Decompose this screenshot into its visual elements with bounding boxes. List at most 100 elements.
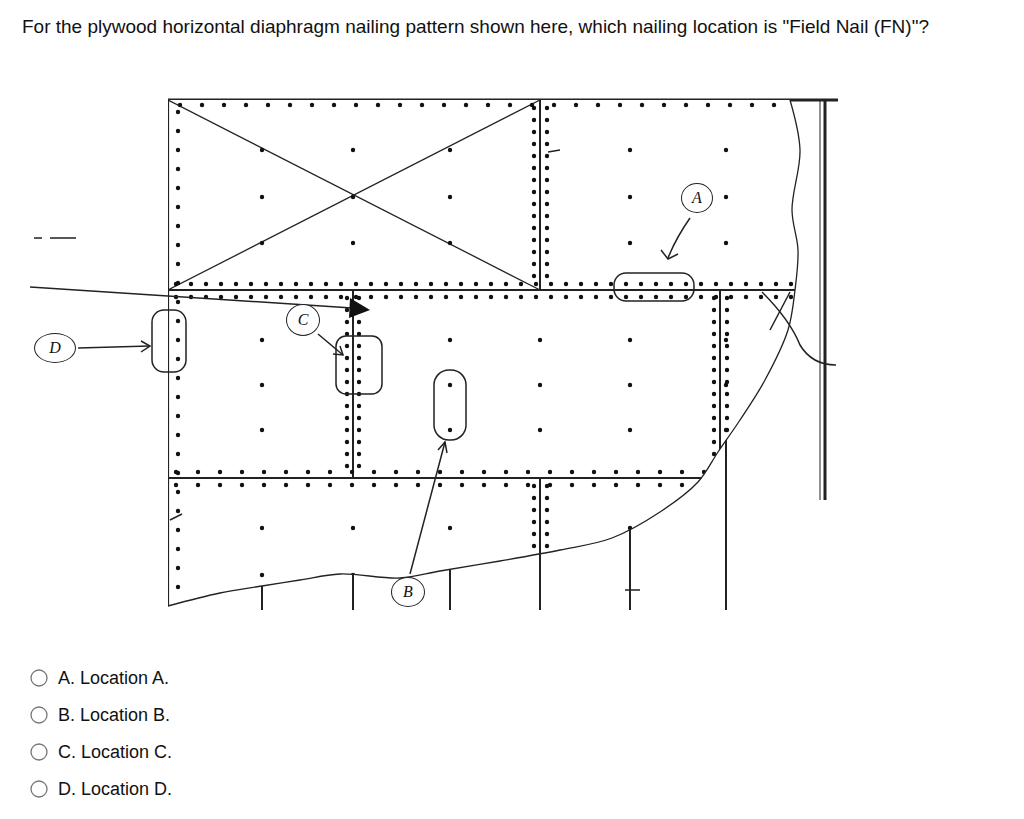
answer-option: B. Location B. [58, 704, 170, 726]
nail-dot [724, 573, 728, 577]
nail-dot [526, 470, 530, 474]
nail-dot [448, 195, 452, 199]
nail-dot [504, 282, 508, 286]
nail-dot [234, 282, 238, 286]
nail-dot [725, 296, 729, 300]
nail-dot [759, 282, 763, 286]
pointer-arrowhead [349, 298, 370, 318]
nail-dot [176, 243, 180, 247]
nail-dot [218, 483, 222, 487]
nail-dot [176, 509, 180, 513]
leader-line [668, 218, 690, 258]
nail-dot [534, 295, 538, 299]
leader-line [410, 442, 445, 574]
nail-dot [460, 483, 464, 487]
nail-dot [545, 190, 549, 194]
nail-dot [429, 295, 433, 299]
nail-dot [196, 470, 200, 474]
nail-dot [176, 566, 180, 570]
nail-dot [459, 295, 463, 299]
nail-dot [249, 282, 253, 286]
nail-dot [712, 440, 716, 444]
nail-dot [532, 580, 536, 584]
nail-dot [444, 282, 448, 286]
nail-dot [464, 103, 468, 107]
callout-letter: B [403, 583, 413, 601]
nail-dot [260, 241, 264, 245]
nail-dot [176, 433, 180, 437]
nail-dot [768, 483, 772, 487]
nail-dot [350, 483, 354, 487]
nail-dot [176, 167, 180, 171]
nail-dot [357, 296, 361, 300]
nail-dot [357, 428, 361, 432]
nail-dot [532, 508, 536, 512]
nail-dot [345, 416, 349, 420]
nail-dot [794, 103, 798, 107]
nail-dot [369, 282, 373, 286]
nail-dot [489, 282, 493, 286]
nail-dot [176, 490, 180, 494]
nail-dot [684, 282, 688, 286]
nail-dot [564, 282, 568, 286]
nail-dot [394, 470, 398, 474]
nail-dot [532, 274, 536, 278]
nail-dot [234, 295, 238, 299]
location-oval [336, 336, 382, 394]
break-line [770, 292, 790, 330]
nail-dot [594, 295, 598, 299]
nail-dot [532, 556, 536, 560]
nail-dot [532, 544, 536, 548]
nail-dot [328, 483, 332, 487]
radio-button [31, 670, 47, 686]
nail-dot [482, 470, 486, 474]
nail-dot [729, 295, 733, 299]
nail-dot [532, 190, 536, 194]
nail-dot [328, 470, 332, 474]
nail-dot [532, 214, 536, 218]
nail-dot [750, 103, 754, 107]
nail-dot [729, 282, 733, 286]
nail-dot [176, 338, 180, 342]
nail-dot [712, 332, 716, 336]
nail-dot [532, 202, 536, 206]
nail-dot [684, 103, 688, 107]
nail-dot [448, 241, 452, 245]
tick-mark [34, 237, 76, 239]
nail-dot [699, 295, 703, 299]
nail-dot [288, 103, 292, 107]
nail-dot [372, 483, 376, 487]
nail-dot [504, 470, 508, 474]
nail-dot [545, 556, 549, 560]
nail-dot [420, 103, 424, 107]
nail-dot [725, 452, 729, 456]
nail-dot [260, 195, 264, 199]
nail-dot [724, 526, 728, 530]
nail-dot [345, 296, 349, 300]
nail-dot [372, 470, 376, 474]
nail-dot [444, 295, 448, 299]
nail-dot [538, 338, 542, 342]
nail-dot [545, 262, 549, 266]
nail-dot [460, 470, 464, 474]
nail-dot [196, 483, 200, 487]
nail-dot [176, 224, 180, 228]
nail-dot [636, 470, 640, 474]
nail-dot [532, 142, 536, 146]
nail-dot [357, 416, 361, 420]
nail-dot [176, 604, 180, 608]
nail-dot [774, 295, 778, 299]
nail-dot [680, 483, 684, 487]
support-beam [824, 100, 827, 500]
nail-dot [357, 368, 361, 372]
nail-dot [176, 528, 180, 532]
radio-button [31, 707, 47, 723]
nail-dot [176, 357, 180, 361]
nail-dot [579, 295, 583, 299]
nail-dot [724, 428, 728, 432]
nail-dot [712, 416, 716, 420]
nail-dot [662, 103, 666, 107]
nail-dot [545, 130, 549, 134]
nail-dot [552, 103, 556, 107]
nail-dot [699, 282, 703, 286]
